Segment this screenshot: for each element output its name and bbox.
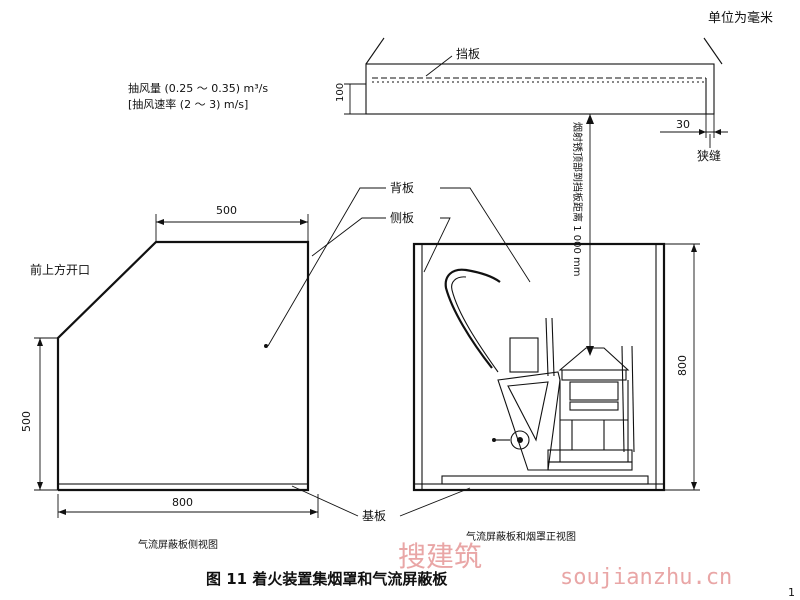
- back-panel-leader-left: [267, 187, 386, 347]
- base-plate-leader-right: [399, 487, 471, 517]
- slot-dim: 30: [676, 118, 690, 131]
- baffle-label: 挡板: [456, 47, 480, 61]
- apparatus-chute: [497, 371, 561, 471]
- hood-box: [365, 63, 715, 115]
- front-height-dim: 800: [676, 355, 689, 376]
- side-panel-leader-left: [311, 217, 386, 257]
- hood-right-flap: [703, 37, 723, 65]
- side-height-dim: 500: [20, 411, 33, 432]
- flow-rate-label: 抽风量 (0.25 ～ 0.35) m³/s: [128, 81, 268, 95]
- callouts-group: 背板 侧板 基板: [267, 181, 531, 523]
- distance-dim-group: 烟射锈顶部到挡板距离 1 000 mm: [571, 114, 594, 356]
- baffle-leader: [425, 55, 453, 77]
- base-plate-leader-left: [291, 485, 359, 517]
- hood-left-flap: [365, 37, 385, 65]
- front-view-caption: 气流屏蔽板和烟罩正视图: [466, 530, 576, 543]
- apparatus-top: [558, 347, 630, 371]
- side-panel-outline: [56, 240, 310, 492]
- hood-height-dim: 100: [335, 83, 346, 102]
- back-panel-leader-right: [440, 187, 531, 283]
- side-base-strip: [57, 483, 309, 491]
- side-view-group: 500 前上方开口 500 800 气流屏蔽板侧视图: [20, 204, 319, 551]
- front-base-plate: [441, 475, 649, 485]
- base-plate-label: 基板: [362, 509, 386, 523]
- watermark-cn: 搜建筑: [398, 540, 482, 573]
- watermark-url: soujianzhu.cn: [560, 565, 732, 590]
- front-top-opening-label: 前上方开口: [30, 262, 90, 277]
- side-panel-label: 侧板: [390, 211, 414, 225]
- hood-group: 挡板 抽风量 (0.25 ～ 0.35) m³/s [抽风速率 (2 ～ 3) …: [128, 37, 728, 163]
- page-number: 1: [788, 586, 795, 599]
- flow-speed-label: [抽风速率 (2 ～ 3) m/s]: [128, 97, 248, 111]
- ignition-apparatus: [444, 268, 635, 471]
- distance-label: 烟射锈顶部到挡板距离 1 000 mm: [571, 122, 584, 276]
- front-view-group: 800 气流屏蔽板和烟: [412, 242, 700, 543]
- unit-note: 单位为毫米: [708, 10, 773, 26]
- slot-label: 狭缝: [697, 148, 721, 163]
- back-panel-label: 背板: [390, 181, 414, 195]
- side-view-caption: 气流屏蔽板侧视图: [138, 538, 218, 551]
- side-panel-leader-right: [423, 217, 451, 273]
- side-top-dim: 500: [216, 204, 237, 217]
- apparatus-tube: [444, 268, 501, 369]
- apparatus-wheel: [510, 430, 530, 450]
- figure-caption: 图 11 着火装置集烟罩和气流屏蔽板: [206, 570, 448, 588]
- side-width-dim: 800: [172, 496, 193, 509]
- front-shield-outline: [412, 242, 666, 492]
